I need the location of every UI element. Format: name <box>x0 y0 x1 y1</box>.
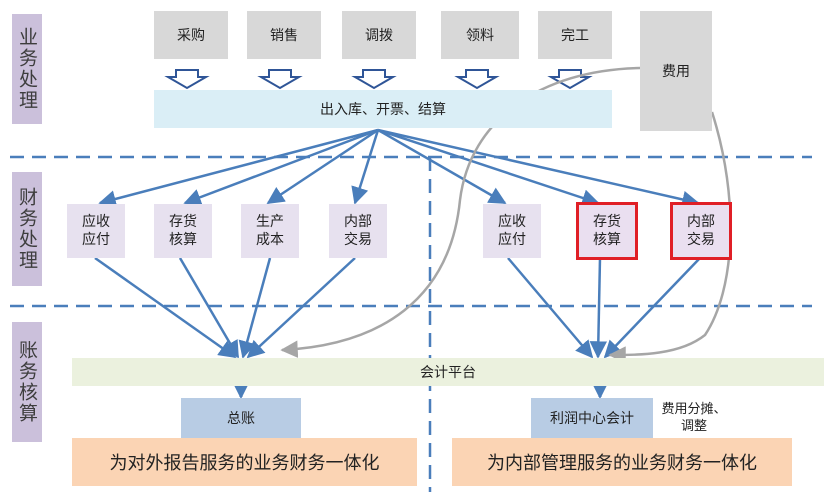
lane-business: 业务处理 <box>12 14 42 124</box>
internal-integration-banner: 为内部管理服务的业务财务一体化 <box>452 438 792 486</box>
platform-down-arrows <box>230 378 611 400</box>
lane-finance: 财务处理 <box>12 172 42 286</box>
op-purchase: 采购 <box>154 11 228 59</box>
op-material: 领料 <box>441 11 519 59</box>
fin-inventory-left: 存货 核算 <box>154 204 212 258</box>
fee-allocation-note: 费用分摊、 调整 <box>661 402 727 434</box>
accounting-platform: 会计平台 <box>72 358 824 386</box>
op-sales: 销售 <box>247 11 321 59</box>
fin-ar-ap-left: 应收 应付 <box>67 204 125 258</box>
external-integration-banner: 为对外报告服务的业务财务一体化 <box>72 438 417 486</box>
op-fee: 费用 <box>640 11 712 131</box>
converge-arrows <box>94 256 701 359</box>
fin-internal-right: 内部 交易 <box>670 202 732 260</box>
fin-production-cost: 生产 成本 <box>241 204 299 258</box>
op-transfer: 调拨 <box>342 11 416 59</box>
fee-curves <box>280 66 732 364</box>
general-ledger: 总账 <box>181 398 301 438</box>
fanout-arrows <box>98 128 700 209</box>
fin-inventory-right: 存货 核算 <box>576 202 638 260</box>
fin-ar-ap-right: 应收 应付 <box>483 204 541 258</box>
lane-accounting: 账务核算 <box>12 322 42 442</box>
op-complete: 完工 <box>538 11 612 59</box>
down-arrow-icons <box>164 69 593 90</box>
io-bar: 出入库、开票、结算 <box>154 90 612 128</box>
profit-center-accounting: 利润中心会计 <box>531 398 653 438</box>
fin-internal-left: 内部 交易 <box>329 204 387 258</box>
